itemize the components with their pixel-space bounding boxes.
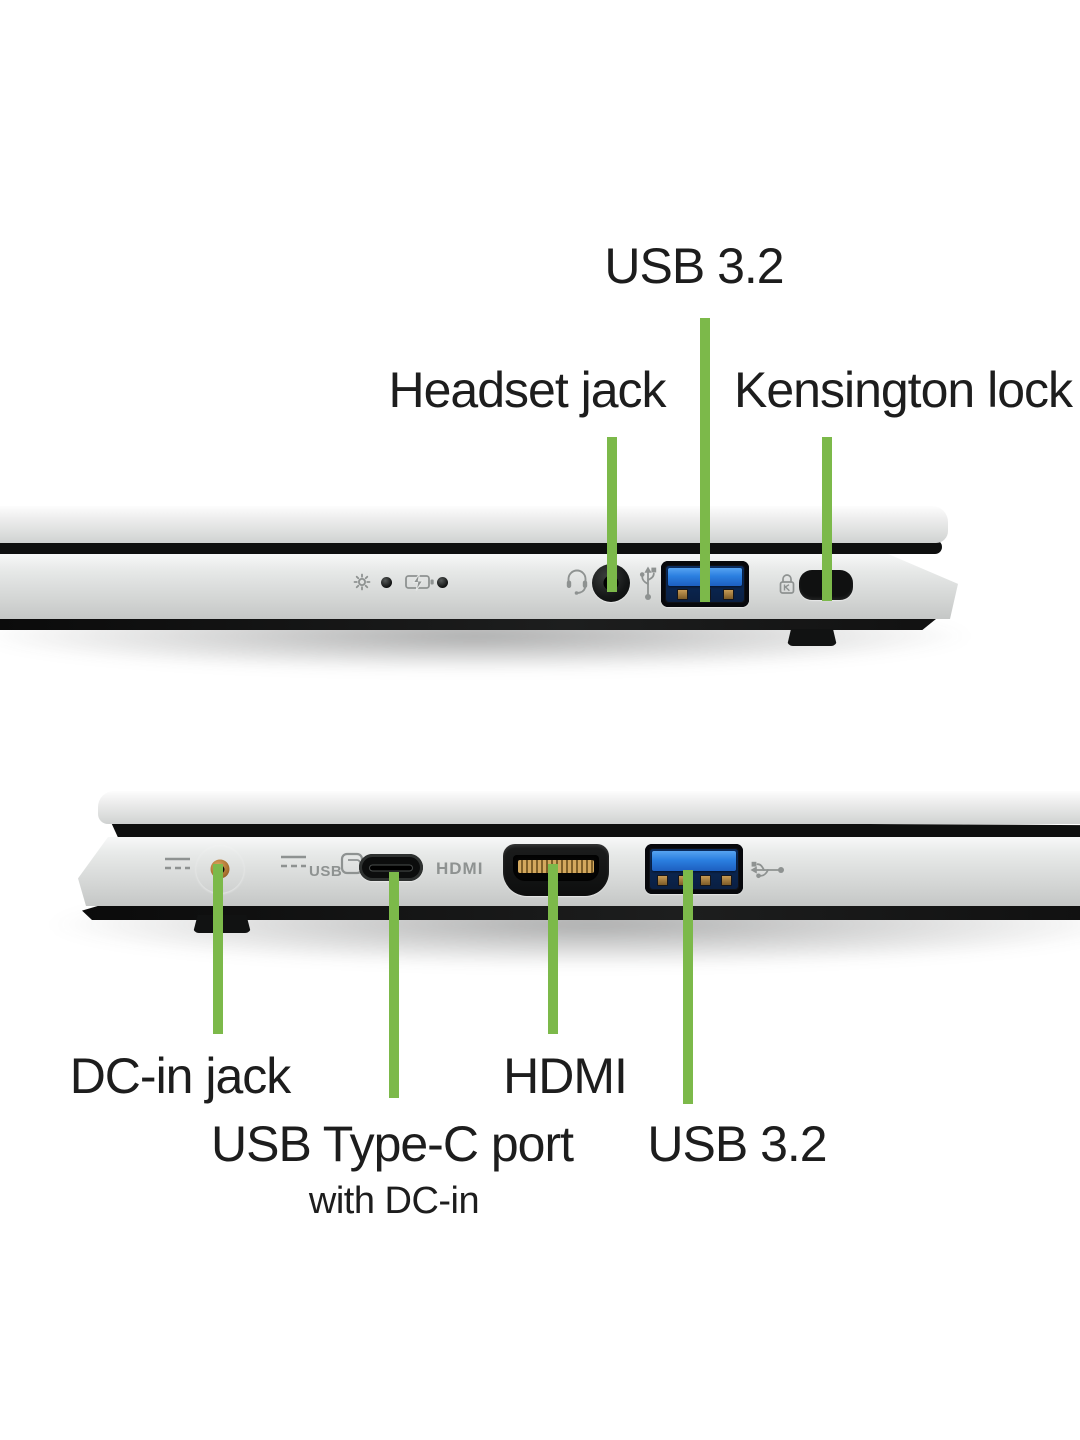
rubber-foot	[787, 629, 837, 646]
label-usb-type-c: USB Type-C port	[210, 1116, 574, 1172]
usb-c-slot	[369, 864, 413, 871]
label-usb32-bottom: USB 3.2	[647, 1116, 827, 1172]
laptop-base-edge	[0, 617, 939, 630]
dc-in-icon	[165, 857, 190, 870]
laptop-base-edge	[82, 903, 1080, 920]
dc-in-icon	[281, 855, 306, 868]
label-usb32-top: USB 3.2	[604, 238, 784, 294]
callout-line-usb-c	[389, 872, 399, 1098]
callout-line-dc	[213, 864, 223, 1034]
hinge-gap	[110, 820, 1080, 837]
label-kensington-lock: Kensington lock	[733, 362, 1073, 418]
usb-pin	[656, 875, 668, 886]
usb-pin	[721, 875, 733, 886]
laptop-body-edge	[0, 554, 958, 619]
usb-icon	[639, 566, 657, 600]
callout-line-kensington	[822, 437, 832, 601]
usb-pin	[722, 588, 734, 600]
laptop-lid-edge	[98, 791, 1080, 824]
kensington-lock-icon	[779, 574, 795, 594]
battery-charge-indicator-icon	[405, 573, 434, 591]
usb-icon	[750, 851, 784, 889]
usb-a-port	[645, 844, 743, 894]
callout-line-headset	[607, 437, 617, 592]
label-usb-type-c-sub: with DC-in	[308, 1180, 480, 1222]
usb-logo-engraving: USB	[309, 863, 343, 880]
power-indicator-icon	[353, 573, 371, 591]
usb-pin	[699, 875, 711, 886]
hdmi-logo-engraving: HDMI	[436, 859, 484, 878]
label-hdmi: HDMI	[503, 1048, 628, 1104]
power-led	[381, 577, 392, 588]
callout-line-hdmi	[548, 864, 558, 1034]
label-headset-jack: Headset jack	[388, 362, 666, 418]
callout-line-usb32-top	[700, 318, 710, 602]
battery-led	[437, 577, 448, 588]
laptop-lid-edge	[0, 506, 948, 543]
usb-pin	[676, 588, 688, 600]
usb-port-tongue	[652, 851, 736, 871]
callout-line-usb32-bottom	[683, 870, 693, 1104]
label-dc-in-jack: DC-in jack	[69, 1048, 292, 1104]
headset-icon	[566, 569, 588, 595]
